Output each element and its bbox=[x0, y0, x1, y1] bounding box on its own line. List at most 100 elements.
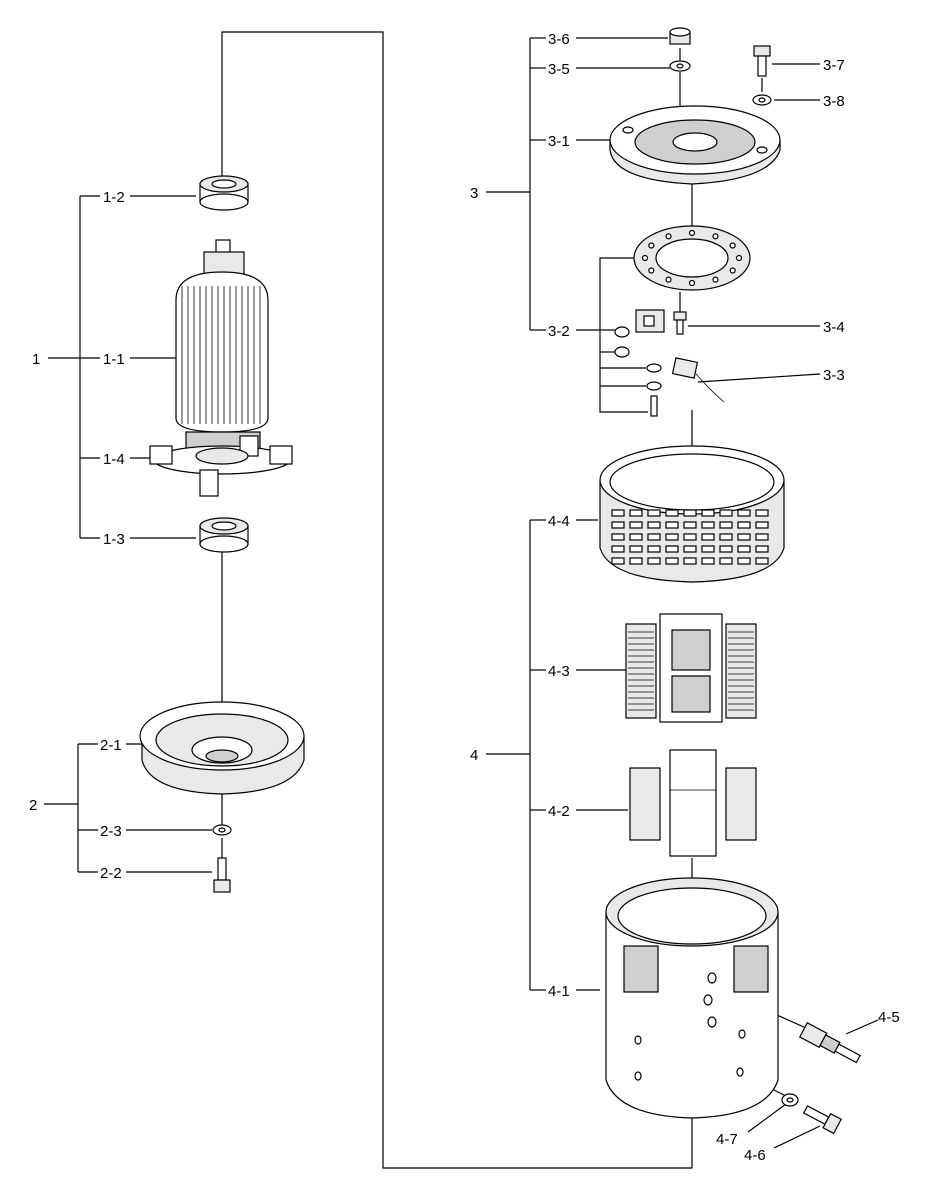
band-slot bbox=[737, 509, 751, 517]
band-slot bbox=[719, 557, 733, 565]
band-slot bbox=[611, 509, 625, 517]
label-1-1: 1-1 bbox=[103, 351, 125, 368]
washer-4-7 bbox=[781, 1093, 799, 1107]
label-4-7: 4-7 bbox=[716, 1131, 738, 1148]
band-slot bbox=[665, 545, 679, 553]
label-2-2: 2-2 bbox=[100, 865, 122, 882]
label-1-4: 1-4 bbox=[103, 451, 125, 468]
band-slot bbox=[629, 509, 643, 517]
plate-hole bbox=[641, 254, 649, 262]
plate-hole bbox=[688, 229, 696, 237]
screw-3-4 bbox=[673, 311, 687, 335]
label-4-5: 4-5 bbox=[878, 1009, 900, 1026]
band-slot bbox=[719, 545, 733, 553]
band-slot bbox=[647, 521, 661, 529]
label-4-3: 4-3 bbox=[548, 663, 570, 680]
end-plate-3-1 bbox=[609, 105, 781, 185]
plate-hole bbox=[665, 233, 672, 240]
brush-holder-plate bbox=[633, 225, 751, 291]
bolt-2-2 bbox=[213, 857, 231, 893]
washer-3-5 bbox=[669, 60, 691, 72]
label-2-1: 2-1 bbox=[100, 737, 122, 754]
plate-hole bbox=[648, 267, 655, 274]
band-slot bbox=[737, 557, 751, 565]
label-3-1: 3-1 bbox=[548, 133, 570, 150]
plate-hole bbox=[712, 233, 719, 240]
bearing-1-3 bbox=[199, 517, 249, 553]
label-1-2: 1-2 bbox=[103, 189, 125, 206]
plate-hole bbox=[688, 279, 696, 287]
band-slot bbox=[719, 533, 733, 541]
band-slot bbox=[755, 545, 769, 553]
band-slot bbox=[611, 533, 625, 541]
band-slot bbox=[665, 533, 679, 541]
band-slot bbox=[737, 533, 751, 541]
label-3-5: 3-5 bbox=[548, 61, 570, 78]
band-slot bbox=[719, 521, 733, 529]
label-3-6: 3-6 bbox=[548, 31, 570, 48]
band-slot bbox=[683, 533, 697, 541]
washer-3-8 bbox=[752, 94, 772, 106]
brush-3-3 bbox=[671, 357, 725, 403]
band-slot bbox=[665, 557, 679, 565]
plate-hole bbox=[729, 267, 736, 274]
label-4-4: 4-4 bbox=[548, 513, 570, 530]
band-slot bbox=[629, 533, 643, 541]
band-slot bbox=[737, 545, 751, 553]
label-2-3: 2-3 bbox=[100, 823, 122, 840]
part-labels: 1 1-2 1-1 1-4 1-3 2 2-1 2-3 2-2 3 3-6 3-… bbox=[29, 31, 900, 1164]
band-slot bbox=[755, 521, 769, 529]
label-4-2: 4-2 bbox=[548, 803, 570, 820]
plate-hole bbox=[665, 276, 672, 283]
band-slot bbox=[683, 521, 697, 529]
terminal-stud-4-5 bbox=[798, 1022, 861, 1064]
band-slot bbox=[737, 521, 751, 529]
plate-hole bbox=[648, 242, 655, 249]
label-3-8: 3-8 bbox=[823, 93, 845, 110]
band-slot bbox=[755, 533, 769, 541]
label-3-3: 3-3 bbox=[823, 367, 845, 384]
band-slot bbox=[683, 509, 697, 517]
band-slot bbox=[701, 557, 715, 565]
band-slot bbox=[755, 509, 769, 517]
field-coil-4-3 bbox=[625, 613, 757, 723]
band-slot bbox=[683, 545, 697, 553]
band-slot bbox=[683, 557, 697, 565]
washer-2-3 bbox=[212, 824, 232, 836]
band-slot bbox=[701, 521, 715, 529]
band-slot bbox=[701, 533, 715, 541]
band-slot bbox=[755, 557, 769, 565]
leader-lines bbox=[44, 37, 879, 1149]
plate-hole bbox=[735, 254, 743, 262]
band-slot bbox=[647, 509, 661, 517]
bolt-4-6 bbox=[802, 1105, 842, 1135]
bearing-1-2 bbox=[199, 175, 249, 211]
band-slot bbox=[629, 521, 643, 529]
band-slot bbox=[647, 557, 661, 565]
label-1-3: 1-3 bbox=[103, 531, 125, 548]
end-shield-2-1 bbox=[139, 701, 305, 795]
label-group-4: 4 bbox=[470, 747, 478, 764]
brush-holder-3-2 bbox=[614, 309, 665, 417]
label-group-3: 3 bbox=[470, 185, 478, 202]
band-slot bbox=[629, 545, 643, 553]
label-group-1: 1 bbox=[32, 351, 40, 368]
band-slot bbox=[611, 521, 625, 529]
fan-1-4 bbox=[149, 435, 293, 497]
plate-hole bbox=[712, 276, 719, 283]
label-group-2: 2 bbox=[29, 797, 37, 814]
band-slot bbox=[647, 533, 661, 541]
housing-4-1 bbox=[605, 877, 779, 1119]
band-cover-4-4 bbox=[599, 445, 785, 583]
bolt-3-7 bbox=[753, 45, 771, 77]
band-slot bbox=[611, 557, 625, 565]
nut-3-6 bbox=[669, 27, 691, 45]
band-slot bbox=[701, 509, 715, 517]
pole-pieces-4-2 bbox=[629, 749, 757, 857]
band-slot bbox=[719, 509, 733, 517]
label-3-4: 3-4 bbox=[823, 319, 845, 336]
band-slot bbox=[611, 545, 625, 553]
label-4-6: 4-6 bbox=[744, 1147, 766, 1164]
label-3-2: 3-2 bbox=[548, 323, 570, 340]
